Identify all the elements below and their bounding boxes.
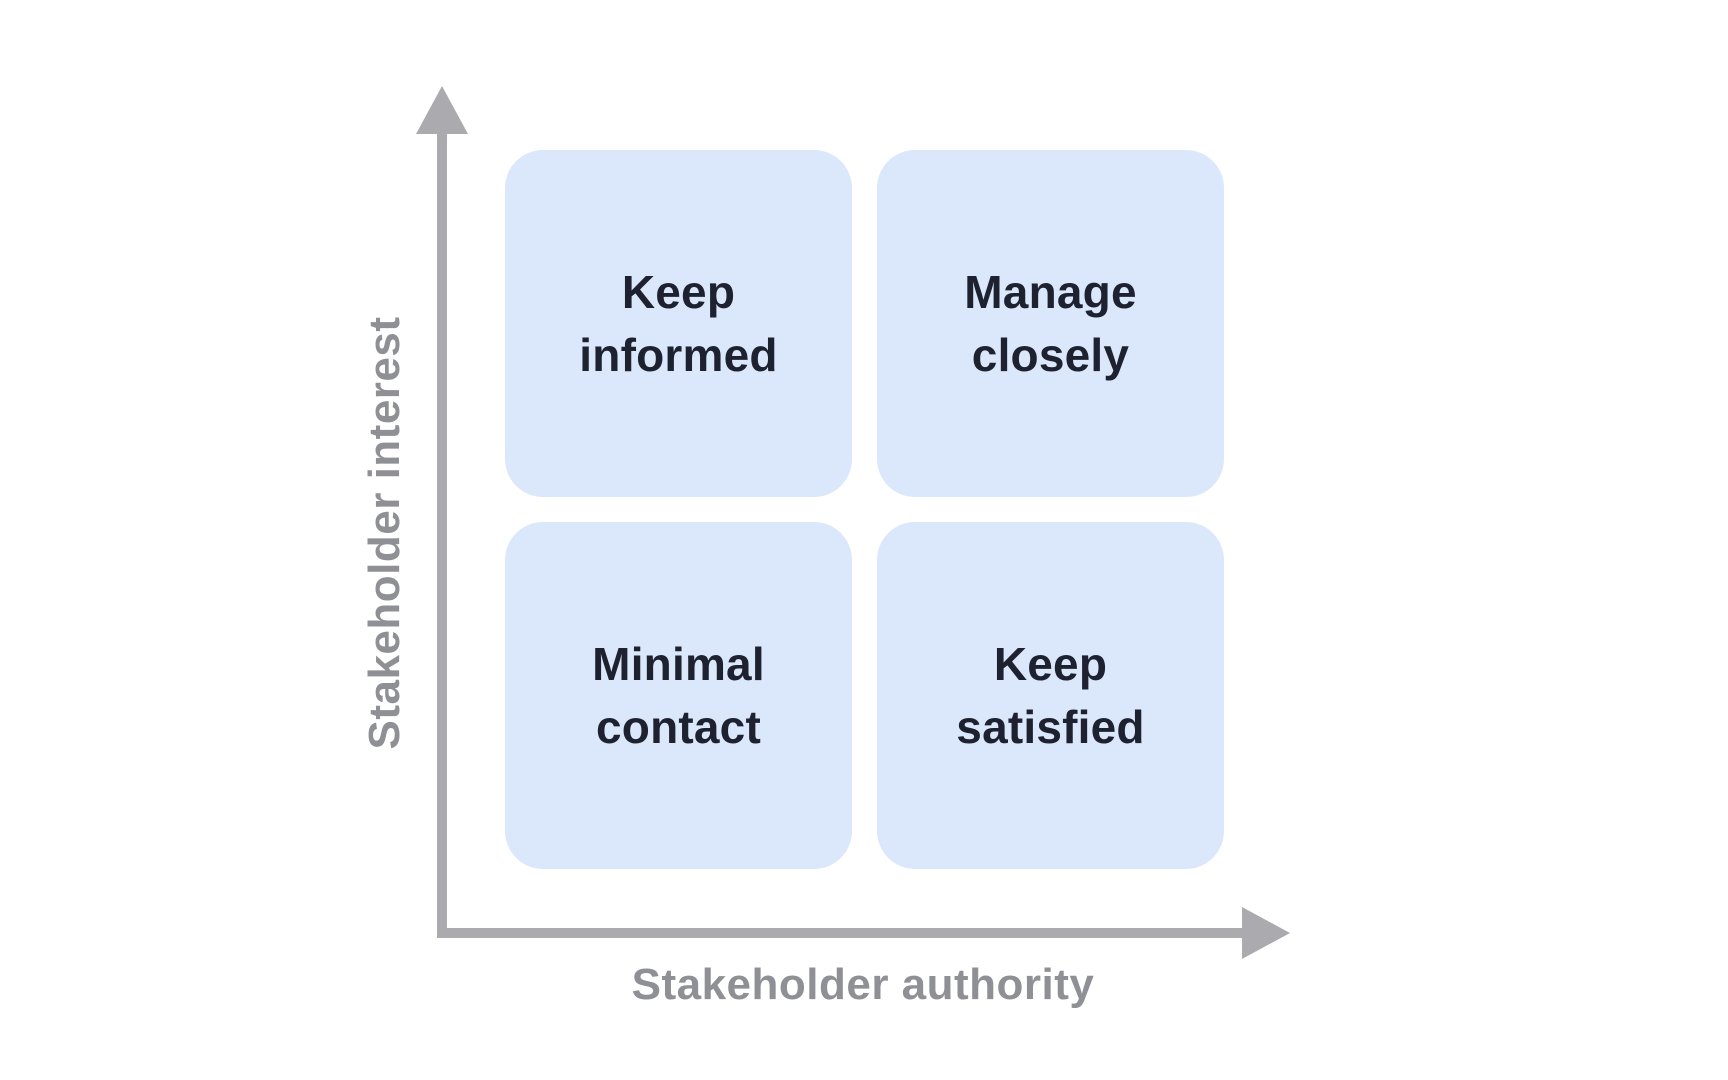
quadrant-label: Minimal contact: [592, 637, 765, 753]
quadrant-minimal-contact: Minimal contact: [505, 522, 852, 869]
quadrant-label: Manage closely: [964, 265, 1137, 381]
quadrant-keep-satisfied: Keep satisfied: [877, 522, 1224, 869]
y-axis-line: [437, 120, 447, 938]
quadrant-manage-closely: Manage closely: [877, 150, 1224, 497]
x-axis-line: [437, 928, 1243, 938]
quadrant-label: Keep informed: [579, 265, 778, 381]
quadrant-label: Keep satisfied: [956, 637, 1145, 753]
y-axis-label: Stakeholder interest: [360, 316, 409, 750]
x-axis-label: Stakeholder authority: [631, 960, 1095, 1009]
quadrant-keep-informed: Keep informed: [505, 150, 852, 497]
arrow-up-icon: [416, 86, 468, 134]
arrow-right-icon: [1242, 907, 1290, 959]
